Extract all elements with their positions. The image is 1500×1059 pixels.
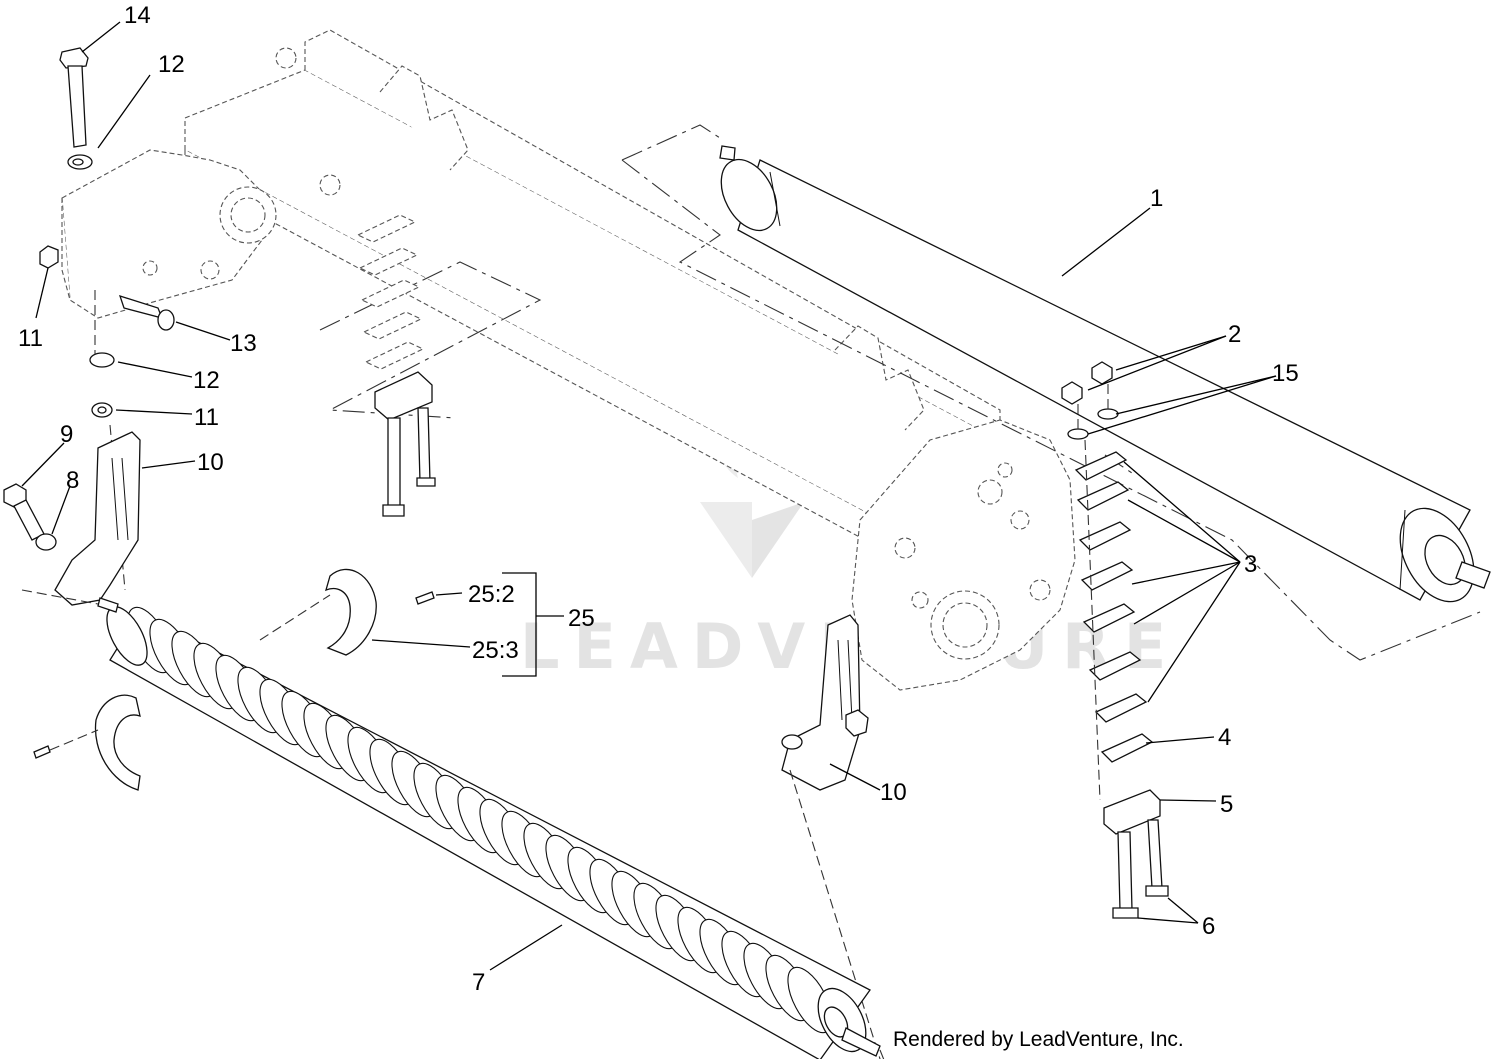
- callout-10-left: 10: [197, 449, 224, 476]
- callout-25-2: 25:2: [468, 581, 515, 608]
- spacer-stack-right: [1061, 361, 1169, 919]
- callout-6: 6: [1202, 913, 1215, 940]
- callout-11-bottom: 11: [194, 404, 219, 431]
- callout-8: 8: [66, 467, 79, 494]
- roller-end-caps: [33, 568, 435, 791]
- spacer-stack-left: [356, 214, 436, 517]
- right-bracket: [781, 614, 881, 1059]
- left-bracket: [3, 431, 141, 606]
- callout-4: 4: [1218, 724, 1231, 751]
- callout-14: 14: [124, 2, 151, 29]
- roller-grooves: [127, 606, 833, 1034]
- leader-lines: [21, 21, 1277, 971]
- callout-3: 3: [1244, 551, 1257, 578]
- frame-assembly: [61, 29, 1481, 691]
- callout-labels: 14 12 11 13 12 11 9 10 8 25:2 25 25:3 1 …: [18, 2, 1299, 996]
- callout-5: 5: [1220, 791, 1233, 818]
- callout-25: 25: [568, 605, 595, 632]
- callout-2: 2: [1228, 321, 1241, 348]
- callout-9: 9: [60, 421, 73, 448]
- callout-12-top: 12: [158, 51, 185, 78]
- callout-11-top: 11: [18, 325, 43, 352]
- rear-grooved-roller: [21, 589, 885, 1059]
- callout-1: 1: [1150, 185, 1163, 212]
- callout-13: 13: [230, 330, 257, 357]
- callout-25-3: 25:3: [472, 637, 519, 664]
- callout-15: 15: [1272, 360, 1299, 387]
- callout-10-right: 10: [880, 779, 907, 806]
- rendered-by-credit: Rendered by LeadVenture, Inc.: [893, 1028, 1184, 1051]
- callout-12-bottom: 12: [193, 367, 220, 394]
- callout-7: 7: [472, 969, 485, 996]
- left-hardware: [39, 47, 175, 418]
